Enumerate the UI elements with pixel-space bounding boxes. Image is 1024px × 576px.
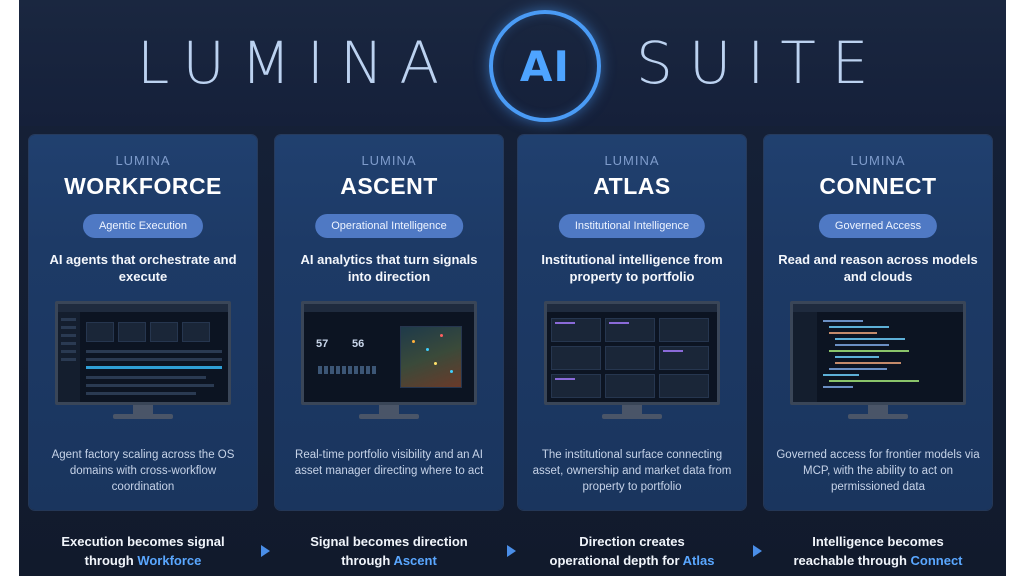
monitor-screen [790,301,966,405]
card-category-pill: Governed Access [818,214,938,238]
card-ascent: LUMINA ASCENT Operational Intelligence A… [275,135,503,510]
flow-accent: Connect [910,553,963,568]
monitor-foot [359,414,419,419]
card-description: The institutional surface connecting ass… [532,449,732,493]
monitor-neck [868,405,888,415]
monitor-foot [113,414,173,419]
card-tagline: AI analytics that turn signals into dire… [300,252,478,284]
flow-footer: Execution becomes signal through Workfor… [19,532,1006,572]
flow-prefix: reachable through [793,553,911,568]
title-lumina: LUMINA [137,29,456,97]
card-description: Real-time portfolio visibility and an AI… [294,449,484,477]
card-workforce: LUMINA WORKFORCE Agentic Execution AI ag… [29,135,257,510]
card-atlas: LUMINA ATLAS Institutional Intelligence … [518,135,746,510]
card-description: Governed access for frontier models via … [776,449,980,493]
flow-accent: Workforce [137,553,202,568]
card-brand: LUMINA [361,153,417,168]
flow-accent: Ascent [393,553,437,568]
monitor-screen [544,301,720,405]
card-product-name: ASCENT [340,173,438,199]
card-product-name: ATLAS [593,173,671,199]
card-brand: LUMINA [115,153,171,168]
card-brand: LUMINA [850,153,906,168]
monitor-neck [379,405,399,415]
flow-prefix: through [341,553,394,568]
header: LUMINA AI SUITE [19,0,1006,126]
card-connect: LUMINA CONNECT Governed Access Read and … [764,135,992,510]
arrow-right-icon [753,545,762,557]
title-suite: SUITE [636,29,885,97]
flow-line: Signal becomes direction [310,534,468,549]
card-description: Agent factory scaling across the OS doma… [51,449,235,493]
flow-step-ascent: Signal becomes direction through Ascent [274,532,504,570]
monitor-foot [602,414,662,419]
card-product-name: CONNECT [819,173,937,199]
flow-line: Direction creates [579,534,685,549]
card-category-pill: Agentic Execution [82,214,204,238]
flow-prefix: operational depth for [549,553,683,568]
suite-poster: LUMINA AI SUITE LUMINA WORKFORCE Agentic… [19,0,1006,576]
monitor-tiles [544,301,720,421]
ai-badge: AI [489,10,601,122]
card-product-name: WORKFORCE [64,173,222,199]
screen-metric-a: 57 [316,338,329,350]
screen-metric-b: 56 [352,338,365,350]
heatmap-panel [400,326,462,388]
monitor-neck [133,405,153,415]
flow-line: Execution becomes signal [61,534,225,549]
monitor-code [790,301,966,421]
monitor-neck [622,405,642,415]
flow-prefix: through [84,553,138,568]
flow-step-atlas: Direction creates operational depth for … [517,532,747,570]
monitor-analytics: 57 56 [301,301,477,421]
monitor-screen [55,301,231,405]
card-tagline: Institutional intelligence from property… [541,252,723,284]
monitor-screen: 57 56 [301,301,477,405]
card-brand: LUMINA [604,153,660,168]
card-category-pill: Institutional Intelligence [558,214,706,238]
flow-accent: Atlas [682,553,715,568]
arrow-right-icon [261,545,270,557]
card-category-pill: Operational Intelligence [315,214,463,238]
flow-step-connect: Intelligence becomes reachable through C… [763,532,993,570]
arrow-right-icon [507,545,516,557]
monitor-foot [848,414,908,419]
ai-badge-label: AI [519,41,571,91]
flow-line: Intelligence becomes [812,534,944,549]
monitor-dashboard [55,301,231,421]
flow-step-workforce: Execution becomes signal through Workfor… [28,532,258,570]
card-tagline: Read and reason across models and clouds [778,252,978,284]
card-tagline: AI agents that orchestrate and execute [49,252,237,284]
